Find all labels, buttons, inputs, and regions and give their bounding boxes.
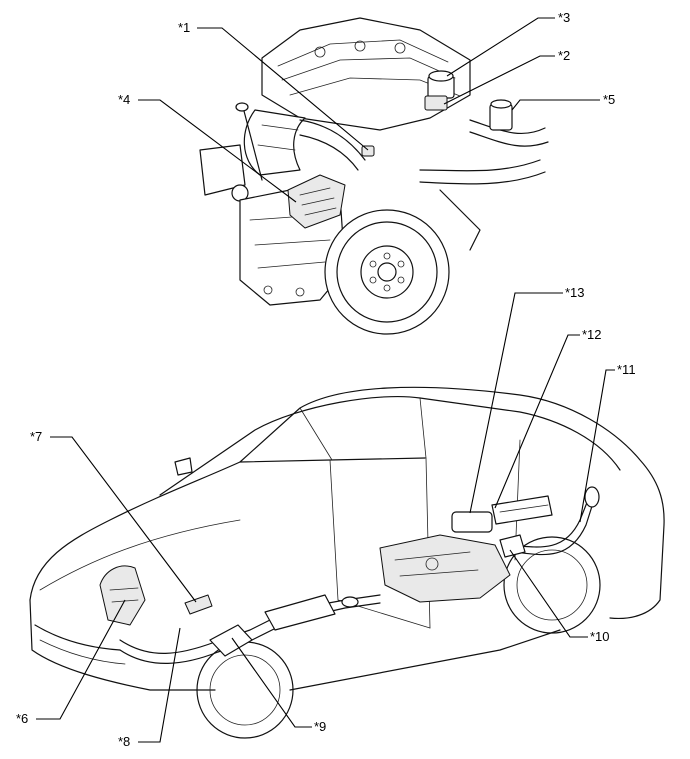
leader-9 <box>231 637 312 728</box>
callout-7: *7 <box>30 429 42 444</box>
callout-3: *3 <box>558 10 570 25</box>
leader-11 <box>579 369 615 523</box>
leader-6 <box>36 599 126 720</box>
leader-12 <box>494 334 580 509</box>
callout-6: *6 <box>16 711 28 726</box>
callout-8: *8 <box>118 734 130 749</box>
callout-1: *1 <box>178 20 190 35</box>
leader-8 <box>138 627 181 743</box>
leader-7 <box>50 436 197 603</box>
vehicle-illustration <box>29 386 665 739</box>
leader-1 <box>197 27 369 151</box>
callout-10: *10 <box>590 629 610 644</box>
callout-2: *2 <box>558 48 570 63</box>
leader-lines <box>36 17 615 743</box>
leader-4 <box>138 99 297 203</box>
callout-9: *9 <box>314 719 326 734</box>
callout-11: *11 <box>617 362 636 377</box>
leader-3 <box>446 17 555 77</box>
callout-13: *13 <box>565 285 585 300</box>
callout-4: *4 <box>118 92 130 107</box>
leader-2 <box>443 55 555 105</box>
callout-5: *5 <box>603 92 615 107</box>
leader-10 <box>509 549 588 638</box>
leader-13 <box>469 292 563 514</box>
leader-5 <box>511 99 600 111</box>
callout-12: *12 <box>582 327 602 342</box>
engine-illustration <box>199 17 549 335</box>
callout-labels: *1 *2 *3 *4 *5 *6 *7 *8 *9 *10 *11 *12 *… <box>16 10 636 749</box>
